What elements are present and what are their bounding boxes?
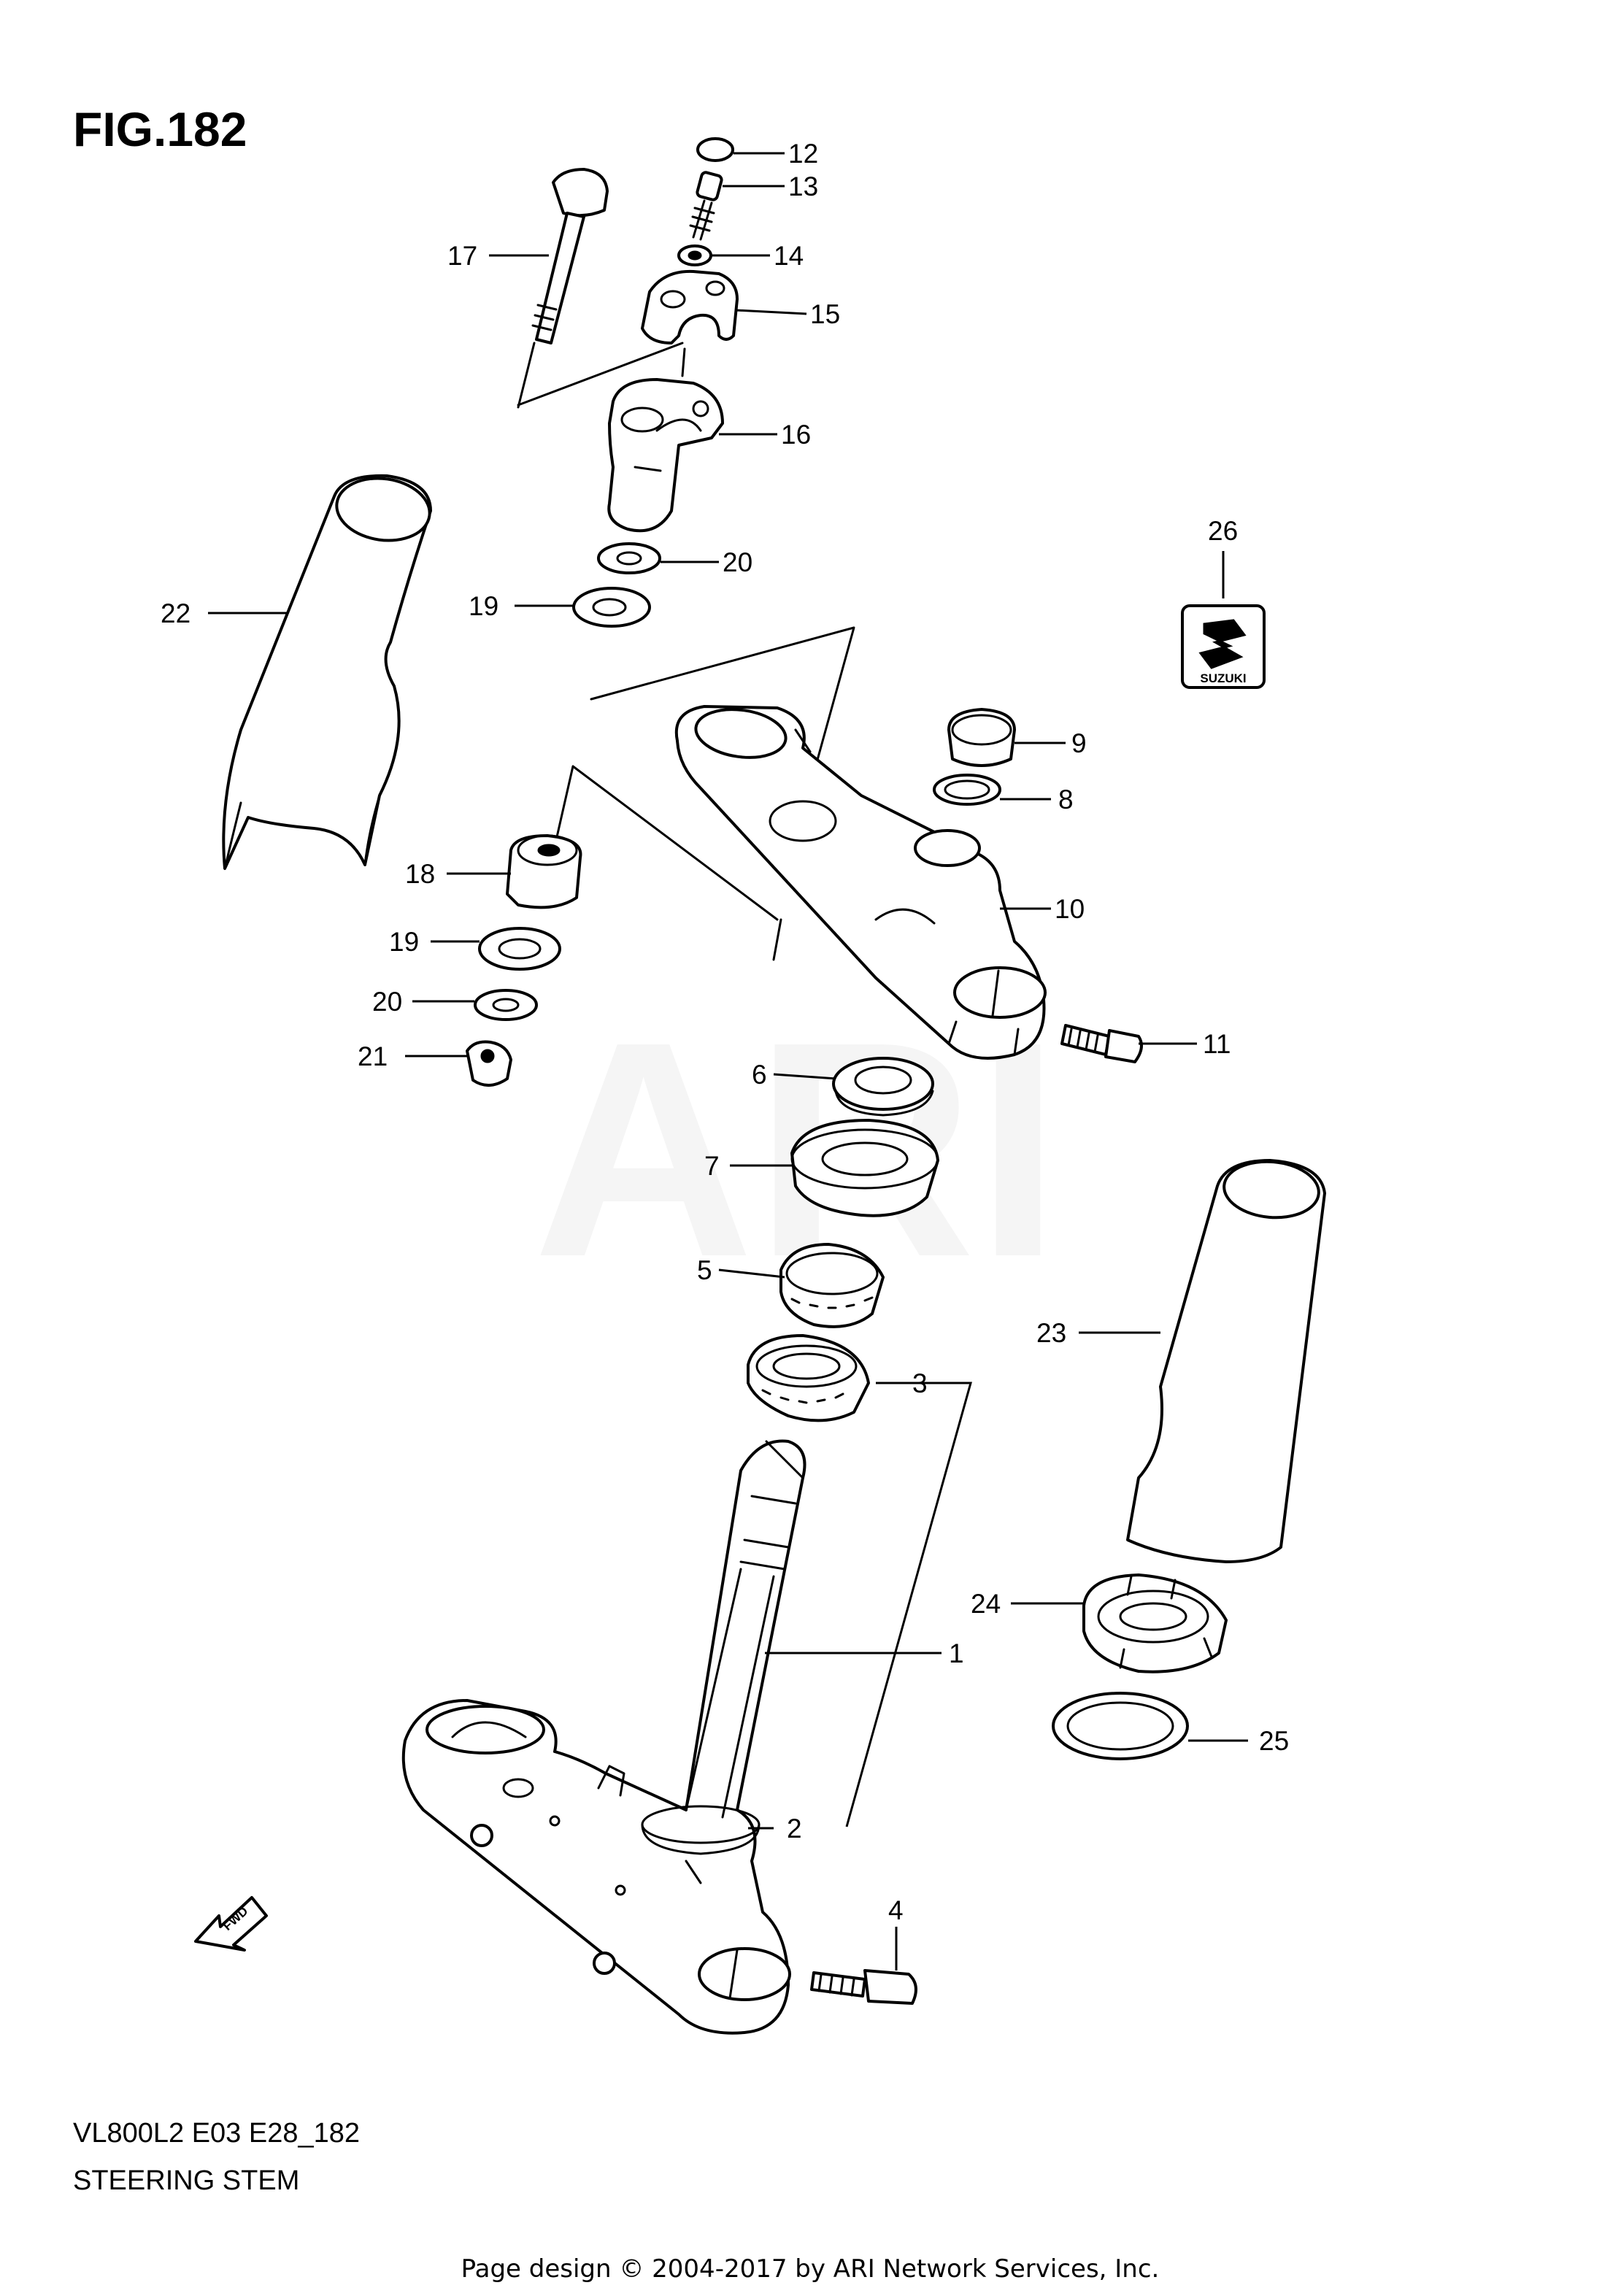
- callout-19-lower: 19: [389, 927, 419, 957]
- part-24-lock-nut[interactable]: [1082, 1573, 1228, 1673]
- callout-20-lower: 20: [372, 987, 402, 1017]
- callout-24: 24: [971, 1589, 1001, 1619]
- figure-title: FIG.182: [73, 102, 247, 156]
- figure-caption: STEERING STEM: [73, 2165, 299, 2196]
- callout-17: 17: [447, 241, 477, 271]
- page-footer: Page design © 2004-2017 by ARI Network S…: [461, 2254, 1160, 2284]
- part-13-bolt[interactable]: [689, 171, 723, 241]
- part-18-spacer[interactable]: [506, 834, 582, 909]
- part-21-nut[interactable]: [466, 1040, 512, 1087]
- part-7-dust-seal[interactable]: [790, 1119, 939, 1217]
- callout-11: 11: [1203, 1029, 1231, 1059]
- leader-bracket-3-2: [845, 1382, 972, 1827]
- callout-4: 4: [888, 1895, 904, 1925]
- part-8-washer[interactable]: [933, 774, 1001, 806]
- callout-3: 3: [912, 1368, 928, 1398]
- part-6-steering-nut[interactable]: [832, 1057, 934, 1117]
- part-10-upper-bracket[interactable]: [674, 704, 1047, 1060]
- model-code: VL800L2 E03 E28_182: [73, 2118, 360, 2149]
- callout-22: 22: [161, 598, 190, 628]
- callout-19-upper: 19: [469, 591, 498, 621]
- callout-23: 23: [1036, 1318, 1066, 1348]
- part-26-suzuki-emblem[interactable]: SUZUKI: [1181, 604, 1266, 689]
- part-23-fork-cover-right[interactable]: [1126, 1157, 1326, 1563]
- part-19-cushion-upper[interactable]: [572, 587, 651, 628]
- callout-13: 13: [788, 172, 818, 201]
- part-16-handlebar-holder[interactable]: [607, 378, 724, 533]
- callout-16: 16: [781, 420, 811, 450]
- assembly-line-left: [553, 765, 782, 961]
- callout-9: 9: [1071, 728, 1087, 758]
- callout-26: 26: [1208, 516, 1238, 546]
- callout-12: 12: [788, 139, 818, 169]
- part-17-long-bolt[interactable]: [531, 168, 609, 344]
- leader-lines: [208, 152, 1248, 1971]
- callout-21: 21: [358, 1041, 388, 1071]
- part-22-fork-cover-left[interactable]: [222, 473, 434, 870]
- callout-25: 25: [1259, 1726, 1289, 1756]
- part-1-steering-stem[interactable]: [401, 1439, 806, 2035]
- callout-10: 10: [1055, 894, 1085, 924]
- part-19-cushion-lower[interactable]: [478, 927, 561, 971]
- assembly-line-mid: [517, 342, 855, 782]
- part-5-upper-bearing[interactable]: [779, 1243, 885, 1328]
- callout-6: 6: [752, 1060, 767, 1090]
- part-9-cap-nut[interactable]: [947, 708, 1016, 767]
- emblem-label: SUZUKI: [1200, 671, 1246, 685]
- callout-18: 18: [405, 859, 435, 889]
- callout-1: 1: [949, 1638, 964, 1668]
- fwd-arrow-icon: FWD: [194, 1896, 268, 1952]
- part-25-washer[interactable]: [1052, 1692, 1189, 1760]
- part-3-lower-bearing[interactable]: [747, 1334, 870, 1422]
- callout-20-upper: 20: [723, 547, 752, 577]
- callout-7: 7: [704, 1151, 720, 1181]
- part-4-clamp-bolt[interactable]: [810, 1969, 917, 2005]
- assembly-line-upper: [517, 342, 686, 407]
- part-20-washer-upper[interactable]: [597, 542, 661, 574]
- part-20-washer-lower[interactable]: [474, 989, 538, 1021]
- part-12-cap[interactable]: [696, 137, 734, 162]
- callout-15: 15: [810, 299, 840, 329]
- callout-5: 5: [697, 1255, 712, 1285]
- callout-8: 8: [1058, 785, 1074, 814]
- part-14-lock-washer[interactable]: [677, 244, 712, 266]
- callout-2: 2: [787, 1814, 802, 1844]
- callout-labels: 12 13 14 15 17 16 20 19 22 26 9 8 10 11 …: [161, 139, 1289, 1925]
- callout-14: 14: [774, 241, 804, 271]
- part-15-handlebar-clamp[interactable]: [641, 269, 739, 344]
- part-11-pinch-bolt[interactable]: [1060, 1024, 1143, 1063]
